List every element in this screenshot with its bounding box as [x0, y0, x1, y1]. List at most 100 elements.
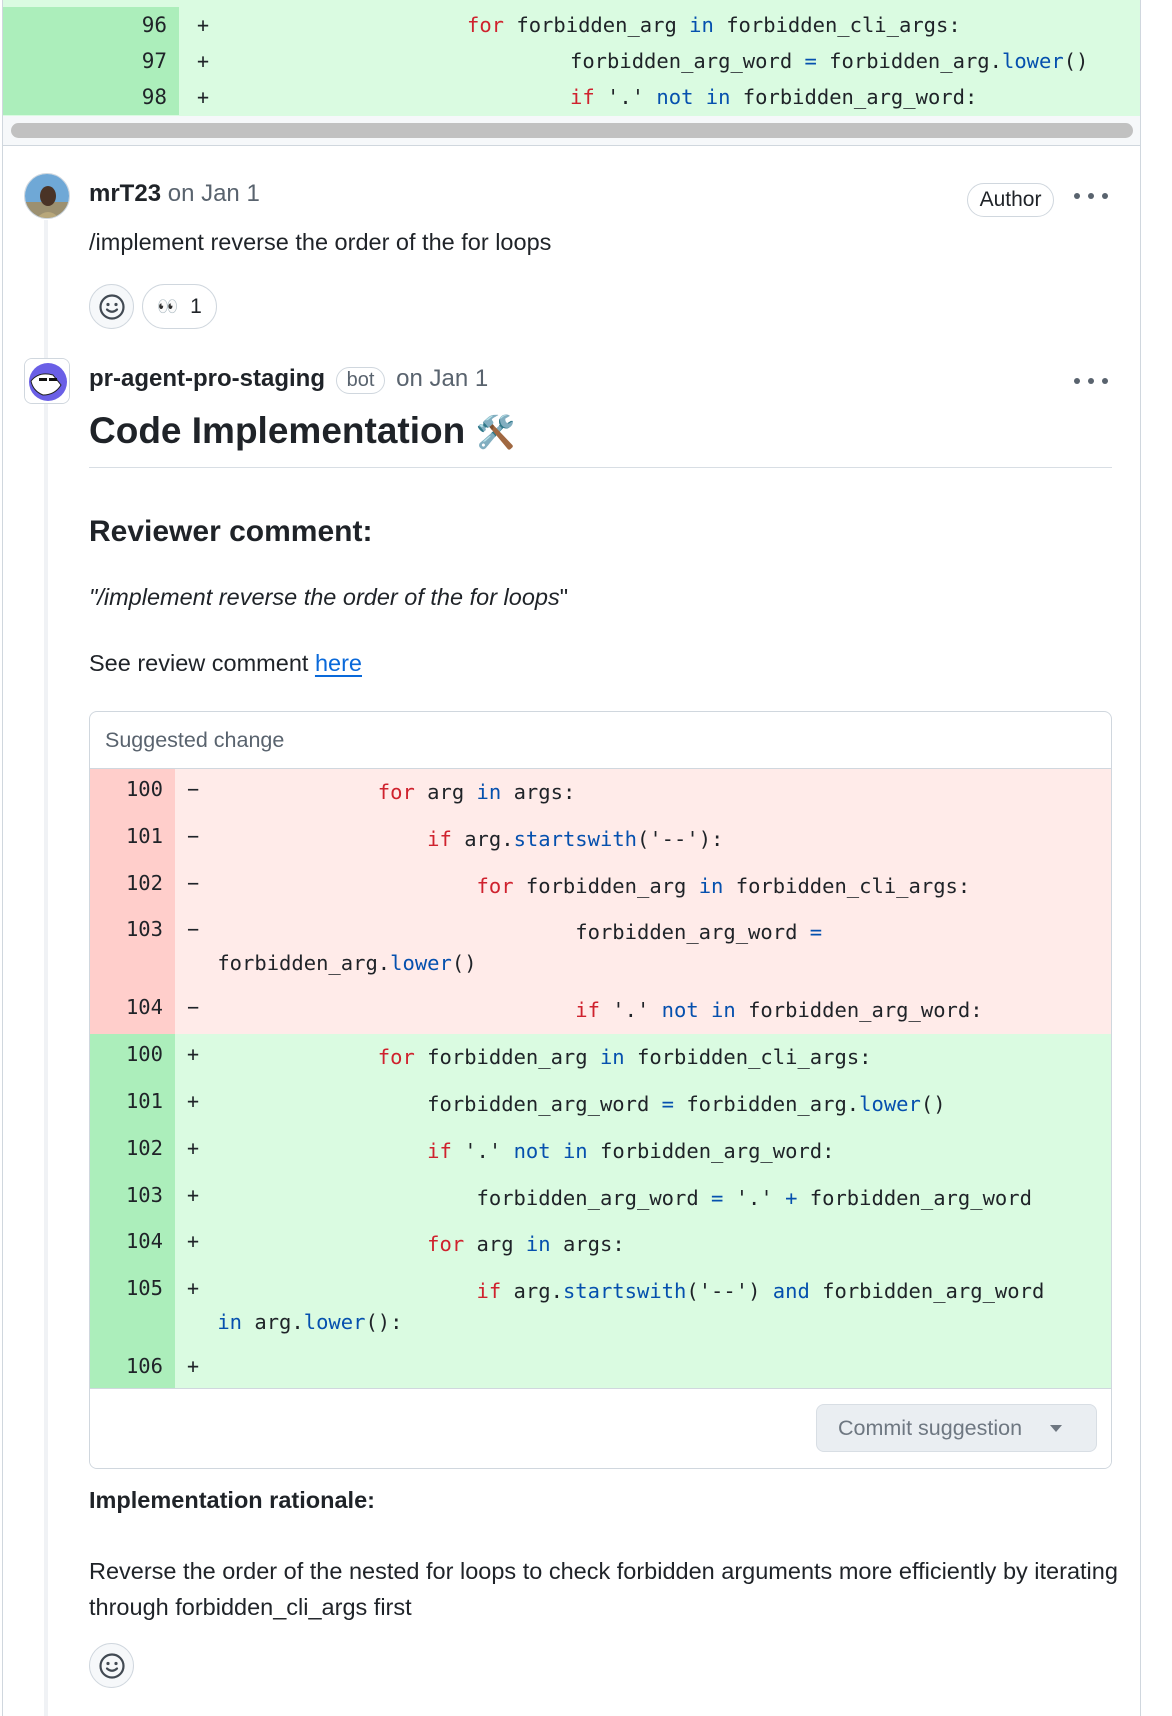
page-title: Code Implementation 🛠️ — [89, 410, 516, 451]
user-photo-icon — [25, 174, 69, 218]
diff-sign: + — [197, 49, 210, 73]
line-number: 104 — [90, 987, 175, 1035]
add-reaction-button[interactable] — [89, 1643, 134, 1688]
line-number: 100 — [90, 769, 175, 816]
diff-sign: − — [187, 917, 200, 942]
suggestion-diff: 100− for arg in args:101− if arg.startsw… — [90, 769, 1111, 1393]
suggested-change-box: Suggested change 100− for arg in args:10… — [89, 711, 1112, 1469]
code-line: for forbidden_arg in forbidden_cli_args: — [377, 1045, 872, 1070]
added-line: 103 + forbidden_arg_word = '.' + forbidde… — [90, 1174, 1111, 1222]
divider — [89, 467, 1112, 468]
timeline-frame — [2, 0, 1141, 1716]
diff-line: 97 + forbidden_arg_word = forbidden_arg.… — [3, 43, 1140, 79]
deleted-line: 100− for arg in args: — [90, 769, 1111, 816]
comment-timestamp[interactable]: on Jan 1 — [167, 180, 260, 207]
author-username[interactable]: mrT23 — [89, 180, 162, 207]
diff-sign: + — [187, 1135, 200, 1160]
avatar-pr-agent[interactable] — [24, 358, 70, 404]
line-number: 103 — [90, 1174, 175, 1222]
code-line: for forbidden_arg in forbidden_cli_args: — [476, 873, 971, 898]
code-line: if '.' not in forbidden_arg_word: — [570, 85, 978, 109]
code-line: for arg in args: — [377, 780, 576, 804]
bot-badge: bot — [335, 367, 386, 394]
line-number: 96 — [3, 7, 179, 43]
reaction-eyes[interactable]: 👀 1 — [142, 284, 217, 329]
diff-sign: − — [187, 777, 200, 801]
line-number: 102 — [90, 1127, 175, 1175]
hammer-wrench-icon: 🛠️ — [475, 414, 516, 450]
code-line: if arg.startswith('--'): — [427, 826, 724, 851]
code-line: if arg.startswith('--') and forbidden_ar… — [217, 1279, 1045, 1335]
added-line: 102 + if '.' not in forbidden_arg_word: — [90, 1127, 1111, 1175]
author-username[interactable]: pr-agent-pro-staging — [89, 365, 325, 392]
scrollbar-thumb[interactable] — [11, 123, 1133, 138]
diff-sign: + — [187, 1042, 200, 1067]
code-line: forbidden_arg_word = forbidden_arg.lower… — [205, 920, 823, 976]
comment-timestamp[interactable]: on Jan 1 — [396, 365, 489, 392]
comment-body: /implement reverse the order of the for … — [89, 229, 552, 255]
diff-sign: + — [187, 1182, 200, 1207]
deleted-line: 104− if '.' not in forbidden_arg_word: — [90, 987, 1111, 1035]
comment-menu-button[interactable] — [1074, 374, 1108, 388]
code-line: if '.' not in forbidden_arg_word: — [575, 998, 983, 1023]
timeline-connector — [44, 220, 48, 1716]
added-line: 104 + for arg in args: — [90, 1221, 1111, 1269]
diff-sign: + — [197, 85, 210, 109]
code-line: forbidden_arg_word = forbidden_arg.lower… — [570, 49, 1089, 73]
deleted-line: 102− for forbidden_arg in forbidden_cli_… — [90, 862, 1111, 910]
code-line: for arg in args: — [427, 1232, 625, 1257]
author-badge: Author — [967, 183, 1054, 217]
added-line: 100 + for forbidden_arg in forbidden_cli_… — [90, 1034, 1111, 1081]
eyes-emoji-icon: 👀 — [157, 296, 179, 316]
comment-header: mrT23 on Jan 1 — [89, 180, 260, 208]
diff-sign: + — [187, 1088, 200, 1113]
smiley-icon — [98, 1652, 125, 1679]
reaction-count: 1 — [190, 294, 202, 318]
line-number: 103 — [90, 909, 175, 988]
horizontal-scrollbar[interactable] — [3, 116, 1140, 146]
smiley-icon — [98, 293, 125, 320]
diff-sign: − — [187, 870, 200, 895]
line-number: 104 — [90, 1221, 175, 1269]
reviewer-comment-heading: Reviewer comment: — [89, 515, 373, 548]
diff-sign: − — [187, 995, 200, 1020]
reviewer-quote: "/implement reverse the order of the for… — [89, 584, 569, 610]
review-comment-link[interactable]: here — [314, 650, 362, 676]
diff-sign: + — [197, 13, 210, 37]
diff-line: 98 + if '.' not in forbidden_arg_word: — [3, 79, 1140, 115]
diff-sign: + — [187, 1354, 200, 1379]
commit-suggestion-button[interactable]: Commit suggestion — [816, 1404, 1097, 1452]
add-reaction-button[interactable] — [89, 284, 134, 329]
code-line: if '.' not in forbidden_arg_word: — [427, 1138, 835, 1163]
diff-context-snippet: 96 + for forbidden_arg in forbidden_cli_… — [3, 0, 1140, 116]
see-review-line: See review comment here — [89, 650, 362, 676]
kebab-icon — [1074, 378, 1080, 384]
line-number: 101 — [90, 815, 175, 863]
diff-sign: + — [187, 1276, 200, 1301]
suggested-change-header: Suggested change — [90, 712, 1111, 769]
deleted-line: 101− if arg.startswith('--'): — [90, 815, 1111, 863]
diff-sign: + — [187, 1229, 200, 1254]
added-line: 105 + if arg.startswith('--') and forbidd… — [90, 1268, 1111, 1347]
avatar-mrT23[interactable] — [24, 173, 70, 219]
rationale-heading: Implementation rationale: — [89, 1487, 375, 1513]
caret-down-icon[interactable] — [1050, 1424, 1063, 1432]
line-number: 100 — [90, 1034, 175, 1081]
code-line — [205, 1346, 1111, 1393]
bot-logo-icon — [25, 359, 69, 403]
kebab-icon — [1074, 193, 1080, 199]
line-number: 105 — [90, 1268, 175, 1347]
code-line: for forbidden_arg in forbidden_cli_args: — [467, 13, 961, 37]
line-number: 102 — [90, 862, 175, 910]
code-line: forbidden_arg_word = '.' + forbidden_arg… — [205, 1185, 1032, 1210]
line-number: 98 — [3, 79, 179, 115]
deleted-line: 103− forbidden_arg_word = forbidden_arg.… — [90, 909, 1111, 988]
code-line: forbidden_arg_word = forbidden_arg.lower… — [205, 1091, 946, 1116]
comment-menu-button[interactable] — [1074, 189, 1108, 203]
diff-line: 96 + for forbidden_arg in forbidden_cli_… — [3, 7, 1140, 43]
line-number: 101 — [90, 1080, 175, 1128]
suggestion-footer: Commit suggestion — [90, 1388, 1111, 1468]
line-number: 106 — [90, 1346, 175, 1393]
line-number: 97 — [3, 43, 179, 79]
added-line: 101 + forbidden_arg_word = forbidden_arg.… — [90, 1080, 1111, 1128]
